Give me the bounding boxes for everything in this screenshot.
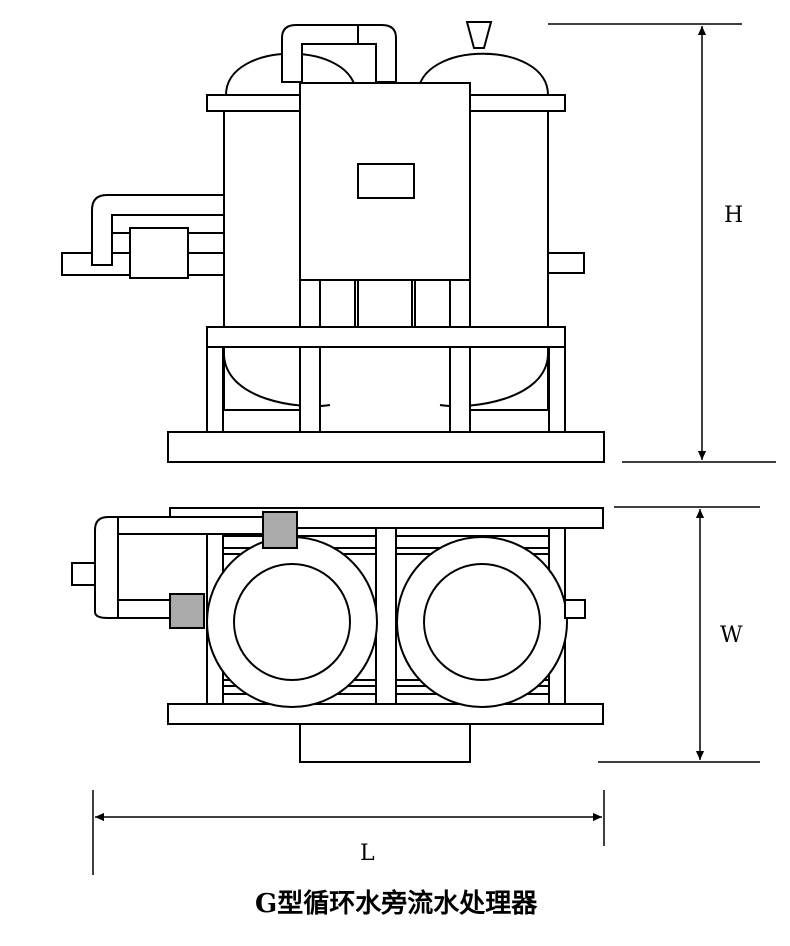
inlet-piping [61, 194, 225, 279]
height-dimension [548, 23, 776, 463]
plan-valve-upper [262, 511, 298, 549]
inlet-valve [129, 227, 189, 279]
display-panel [357, 163, 415, 199]
base-plate [167, 431, 605, 463]
frame [206, 326, 566, 433]
plan-view [71, 507, 604, 763]
outlet-stub [547, 252, 585, 274]
length-label: L [360, 841, 375, 866]
plan-valve-lower [169, 593, 205, 629]
front-elevation [61, 21, 605, 463]
vent-cap [465, 21, 493, 49]
width-dimension [598, 506, 760, 763]
plan-outlet-stub [564, 599, 586, 619]
plan-piping [71, 516, 281, 619]
left-tank [223, 52, 358, 411]
width-label: W [720, 623, 743, 648]
plan-control-box [299, 723, 471, 763]
plan-bottom-rail [167, 703, 604, 725]
height-label: H [724, 203, 743, 228]
length-dimension [92, 790, 605, 875]
plan-right-tank [396, 536, 568, 708]
plan-left-tank [206, 536, 378, 708]
diagram-caption: G型循环水旁流水处理器 [255, 888, 538, 919]
support-legs [299, 279, 471, 433]
